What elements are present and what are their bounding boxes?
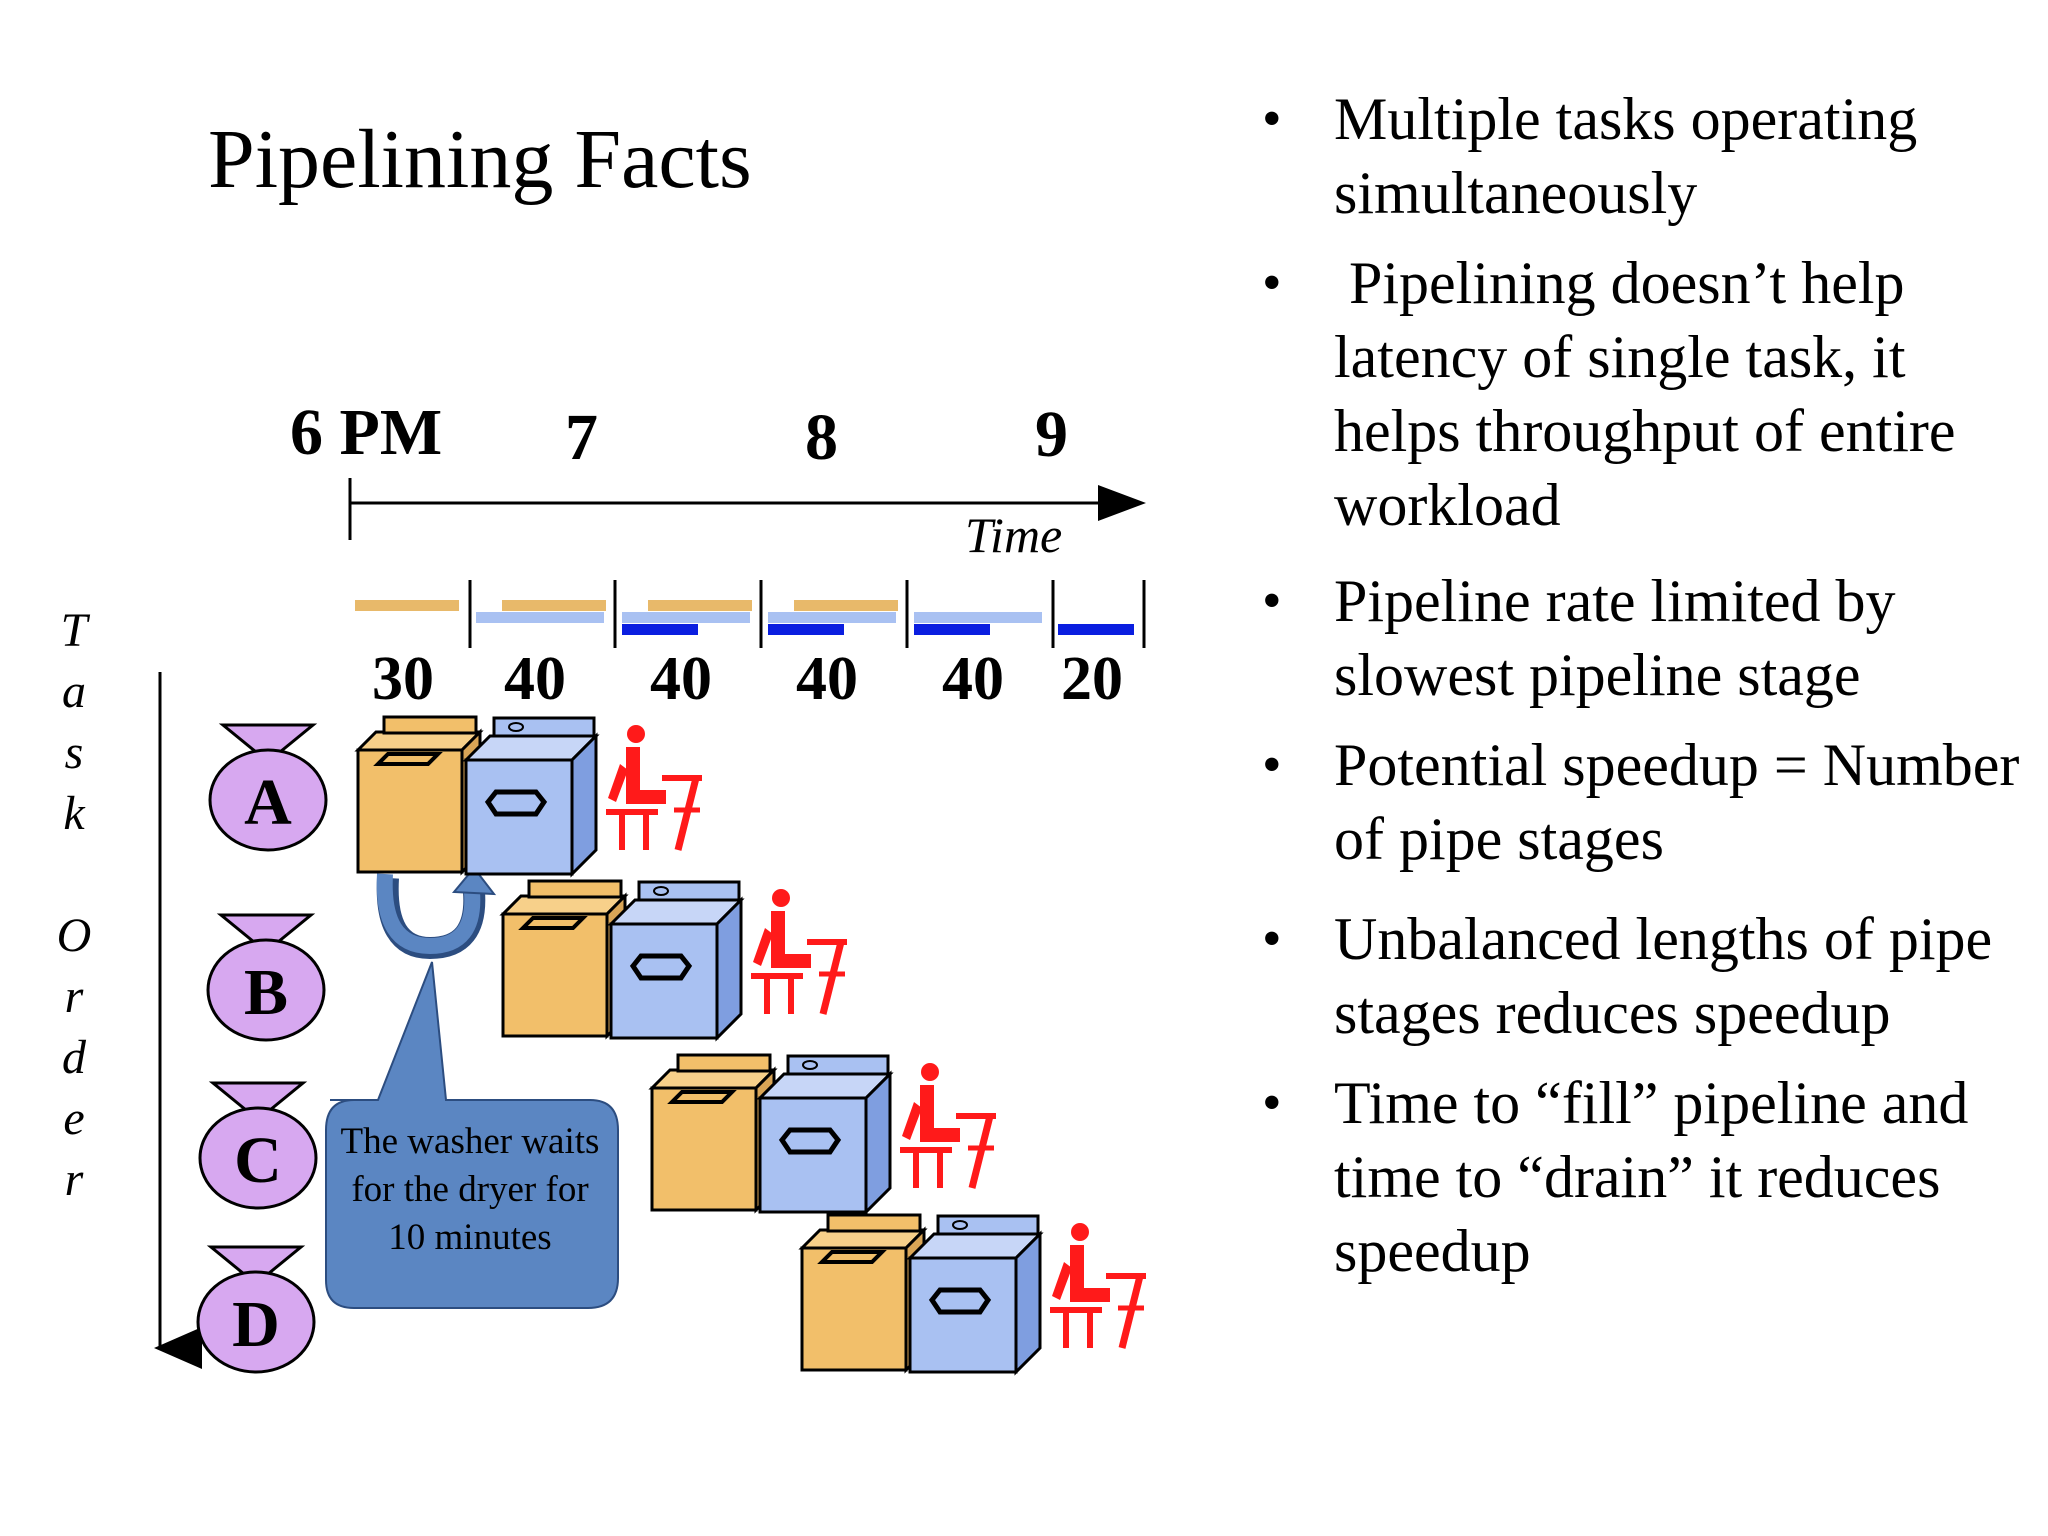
folding-person-icon [900, 1063, 996, 1189]
fold-bar [768, 624, 844, 635]
task-row: C [198, 1053, 996, 1216]
hour-label-9: 9 [1035, 398, 1068, 471]
washer-icon [798, 1213, 928, 1374]
bullet-list: •Multiple tasks operating simultaneously… [1262, 82, 2032, 1302]
dry-bar [914, 612, 1042, 623]
wash-bar [355, 600, 459, 611]
washer-icon [499, 879, 629, 1040]
callout-text: The washer waits for the dryer for 10 mi… [340, 1121, 600, 1258]
laundry-bag-icon [206, 913, 326, 1042]
bullet-item: •Potential speedup = Number of pipe stag… [1262, 732, 2035, 872]
duration-label: 40 [650, 645, 712, 713]
bullet-item: •Time to “fill” pipeline and time to “dr… [1262, 1070, 1984, 1284]
folding-person-icon [606, 725, 702, 851]
dry-bar [768, 612, 896, 623]
folding-person-icon [1050, 1223, 1146, 1349]
wash-bar [502, 600, 606, 611]
dry-bar [476, 612, 604, 623]
laundry-bag-icon [198, 1081, 318, 1210]
washer-icon [648, 1053, 778, 1214]
dryer-icon [906, 1214, 1044, 1376]
duration-label: 40 [796, 645, 858, 713]
wash-bar [794, 600, 898, 611]
task-label: D [232, 1288, 280, 1361]
laundry-bag-icon [196, 1245, 316, 1374]
bullet-item: • Pipelining doesn’t help latency of sin… [1262, 250, 1971, 538]
laundry-bag-icon [208, 723, 328, 852]
fold-bar [622, 624, 698, 635]
dry-bar [622, 612, 750, 623]
washer-icon [354, 715, 484, 876]
bullet-item: •Pipeline rate limited by slowest pipeli… [1262, 568, 1911, 708]
duration-label: 40 [942, 645, 1004, 713]
bullet-item: •Unbalanced lengths of pipe stages reduc… [1262, 906, 2008, 1046]
task-order-axis-label: T a s k O r d e r [56, 604, 92, 1206]
hour-label-7: 7 [565, 401, 598, 474]
duration-label: 30 [372, 645, 434, 713]
wash-bar [648, 600, 752, 611]
dryer-icon [607, 880, 745, 1042]
task-label: C [234, 1124, 282, 1197]
task-row: D [196, 1213, 1146, 1376]
slide-title: Pipelining Facts [208, 113, 752, 206]
time-axis-caption: Time [965, 507, 1063, 563]
callout-bubble [325, 961, 619, 1309]
hour-label-8: 8 [805, 401, 838, 474]
duration-label: 40 [504, 645, 566, 713]
task-row: B [206, 879, 847, 1042]
dryer-icon [462, 716, 600, 878]
stage-dividers [468, 580, 1146, 648]
bullet-item: •Multiple tasks operating simultaneously [1262, 86, 1933, 226]
task-label: B [244, 956, 288, 1029]
task-label: A [244, 766, 292, 839]
folding-person-icon [751, 889, 847, 1015]
stage-bars [355, 600, 1134, 635]
duration-label: 20 [1061, 645, 1123, 713]
fold-bar [1058, 624, 1134, 635]
fold-bar [914, 624, 990, 635]
hour-label-6pm: 6 PM [290, 396, 443, 469]
task-row: A [208, 715, 702, 878]
dryer-icon [756, 1054, 894, 1216]
